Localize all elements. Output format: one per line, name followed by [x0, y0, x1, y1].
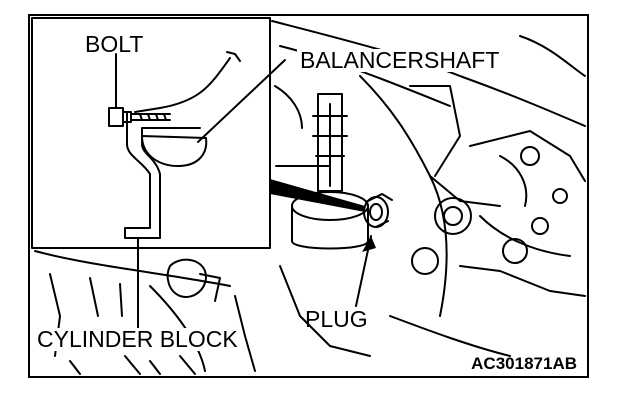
- inset-shaft-housing: [134, 57, 231, 113]
- boss-circle-6: [552, 188, 568, 204]
- shaft-post: [291, 93, 369, 250]
- boss-circle-4: [531, 217, 549, 235]
- inset-bolt: [108, 107, 171, 127]
- knob-tail: [199, 273, 221, 302]
- engine-illustration: [31, 17, 586, 375]
- wedge-pointer: [270, 179, 365, 212]
- boss-circle-3: [502, 238, 528, 264]
- plug-part: [363, 193, 393, 228]
- leader-balancershaft: [197, 59, 286, 143]
- knob: [166, 258, 207, 298]
- cylinder-block-label: CYLINDER BLOCK: [35, 326, 240, 352]
- inset-shaft-tip: [226, 51, 241, 62]
- plug-label: PLUG: [305, 306, 368, 332]
- bolt-label: BOLT: [85, 31, 144, 57]
- boss-circle-2: [411, 247, 439, 275]
- plug-arrow-head: [362, 236, 376, 252]
- boss-circle-1-inner: [443, 206, 463, 226]
- boss-circle-1: [434, 197, 472, 235]
- inset-balancershaft-section: [141, 135, 208, 167]
- reference-code: AC301871AB: [471, 354, 577, 373]
- boss-circle-5: [520, 146, 540, 166]
- balancershaft-label: BALANCERSHAFT: [297, 49, 503, 72]
- inset-cylinder-block: [124, 111, 201, 239]
- diagram-frame: BOLT BALANCERSHAFT PLUG CYLINDER BLOCK A…: [28, 14, 589, 378]
